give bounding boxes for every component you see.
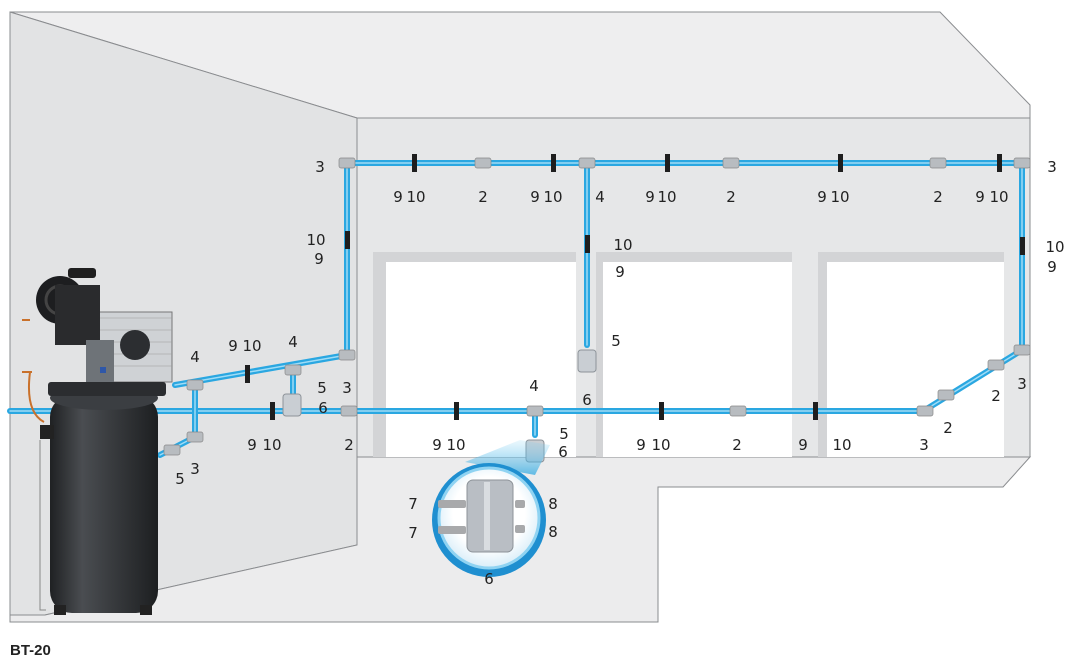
pipe-segment: [172, 352, 350, 388]
pipe-fitting: [163, 444, 181, 456]
air-compressor: [22, 268, 173, 615]
callout-number: 5: [611, 332, 621, 350]
callout-number: 3: [919, 436, 929, 454]
callout-number: 6: [484, 570, 494, 588]
pipe-fitting: [340, 405, 358, 417]
callout-number: 2: [732, 436, 742, 454]
ball-valve: [551, 154, 556, 172]
callout-number: 3: [315, 158, 325, 176]
callout-number: 10: [830, 188, 849, 206]
callout-number: 10: [613, 236, 632, 254]
ball-valve: [412, 154, 417, 172]
callout-number: 10: [989, 188, 1008, 206]
callout-number: 8: [548, 495, 558, 513]
callout-number: 10: [242, 337, 261, 355]
callout-number: 6: [582, 391, 592, 409]
pipe-fitting: [526, 405, 544, 417]
ball-valve: [997, 154, 1002, 172]
ball-valve: [270, 402, 275, 420]
callout-number: 9: [432, 436, 442, 454]
callout-number: 3: [190, 460, 200, 478]
ball-valve: [454, 402, 459, 420]
callout-number: 4: [529, 377, 539, 395]
callout-number: 6: [318, 399, 328, 417]
filter-magnifier: [432, 440, 550, 577]
pipe-fitting: [722, 157, 740, 169]
pipe-fitting: [916, 405, 934, 417]
callout-number: 9: [798, 436, 808, 454]
pipe-fitting: [186, 379, 204, 391]
room: [9, 11, 1032, 623]
filter-block: [282, 393, 302, 417]
ball-valve: [665, 154, 670, 172]
callout-number: 2: [991, 387, 1001, 405]
ball-valve: [1020, 237, 1025, 255]
callout-number: 9: [636, 436, 646, 454]
callout-number: 9: [1047, 258, 1057, 276]
pipe-fitting: [929, 157, 947, 169]
pipe-fitting: [729, 405, 747, 417]
ball-valve: [838, 154, 843, 172]
callout-number: 10: [657, 188, 676, 206]
callout-number: 6: [558, 443, 568, 461]
callout-number: 2: [478, 188, 488, 206]
figure-caption: BT-20: [10, 642, 51, 659]
callout-number: 9: [314, 250, 324, 268]
callout-number: 9: [975, 188, 985, 206]
callout-number: 10: [306, 231, 325, 249]
callout-number: 9: [645, 188, 655, 206]
callout-number: 9: [393, 188, 403, 206]
ball-valve: [585, 235, 590, 253]
callout-number: 3: [342, 379, 352, 397]
callout-number: 10: [446, 436, 465, 454]
callout-number: 3: [1017, 375, 1027, 393]
callout-number: 2: [943, 419, 953, 437]
callout-number: 10: [406, 188, 425, 206]
callout-number: 9: [817, 188, 827, 206]
pipe-fitting: [284, 364, 302, 376]
callout-number: 10: [832, 436, 851, 454]
callout-number: 2: [726, 188, 736, 206]
ball-valve: [245, 365, 250, 383]
ball-valve: [345, 231, 350, 249]
callout-number: 10: [1045, 238, 1064, 256]
pipe-fitting: [937, 389, 955, 401]
pipe-fitting: [987, 359, 1005, 371]
pipe-fitting: [578, 157, 596, 169]
callout-number: 5: [559, 425, 569, 443]
door-opening-1: [373, 252, 576, 457]
pipe-fitting: [186, 431, 204, 443]
callout-number: 5: [175, 470, 185, 488]
door-opening-3: [818, 252, 1004, 457]
callout-number: 9: [615, 263, 625, 281]
callout-number: 8: [548, 523, 558, 541]
pipe-fitting: [338, 157, 356, 169]
callout-number: 4: [288, 333, 298, 351]
callout-number: 5: [317, 379, 327, 397]
callout-number: 9: [247, 436, 257, 454]
callout-number: 4: [595, 188, 605, 206]
callout-number: 9: [530, 188, 540, 206]
callout-number: 9: [228, 337, 238, 355]
callout-number: 10: [262, 436, 281, 454]
callout-number: 10: [651, 436, 670, 454]
door-opening-2: [596, 252, 792, 457]
callout-number: 2: [933, 188, 943, 206]
pipe-fitting: [1013, 344, 1031, 356]
ball-valve: [659, 402, 664, 420]
ball-valve: [813, 402, 818, 420]
callout-number: 4: [190, 348, 200, 366]
pipe-fitting: [474, 157, 492, 169]
pipe-fitting: [1013, 157, 1031, 169]
callout-number: 7: [408, 524, 418, 542]
callout-number: 2: [344, 436, 354, 454]
filter-block: [577, 349, 597, 373]
pipe-fitting: [338, 349, 356, 361]
air-pipes: [7, 160, 1025, 458]
callout-number: 10: [543, 188, 562, 206]
callout-number: 3: [1047, 158, 1057, 176]
callout-number: 7: [408, 495, 418, 513]
